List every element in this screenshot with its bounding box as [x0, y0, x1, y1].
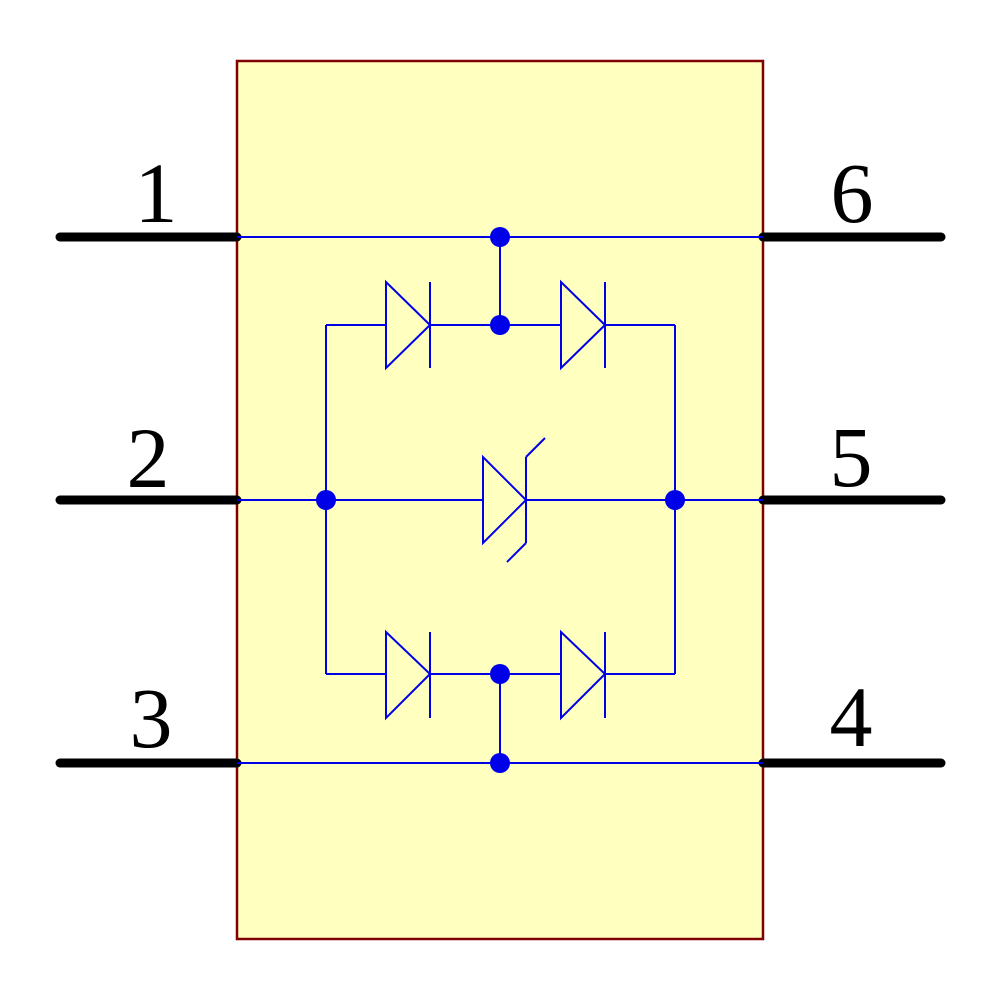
diode-triangle: [560, 279, 607, 371]
pin-4-label: 4: [830, 669, 873, 765]
zener-bottom-hook: [506, 542, 527, 563]
zener-top-hook: [525, 437, 546, 458]
junction-dot-bottom-rail: [490, 753, 510, 773]
junction-dot-mid-left: [316, 490, 336, 510]
junction-dot-bottom-row: [490, 664, 510, 684]
junction-dot-top-row: [490, 315, 510, 335]
diode-triangle: [560, 629, 607, 721]
zener-tvs-diode-icon-center: [482, 437, 546, 563]
junction-dot-mid-right: [665, 490, 685, 510]
pin-2-label: 2: [127, 410, 170, 506]
junction-dot-top-rail: [490, 227, 510, 247]
pin-1-label: 1: [135, 145, 178, 241]
diode-icon-bottom-left: [385, 629, 432, 721]
pin-6-label: 6: [831, 145, 874, 241]
zener-triangle: [482, 454, 528, 546]
diode-icon-top-right: [560, 279, 607, 371]
diode-triangle: [385, 629, 432, 721]
pin-3-label: 3: [130, 670, 173, 766]
diode-icon-bottom-right: [560, 629, 607, 721]
pin-5-label: 5: [830, 409, 873, 505]
diode-triangle: [385, 279, 432, 371]
diode-icon-top-left: [385, 279, 432, 371]
